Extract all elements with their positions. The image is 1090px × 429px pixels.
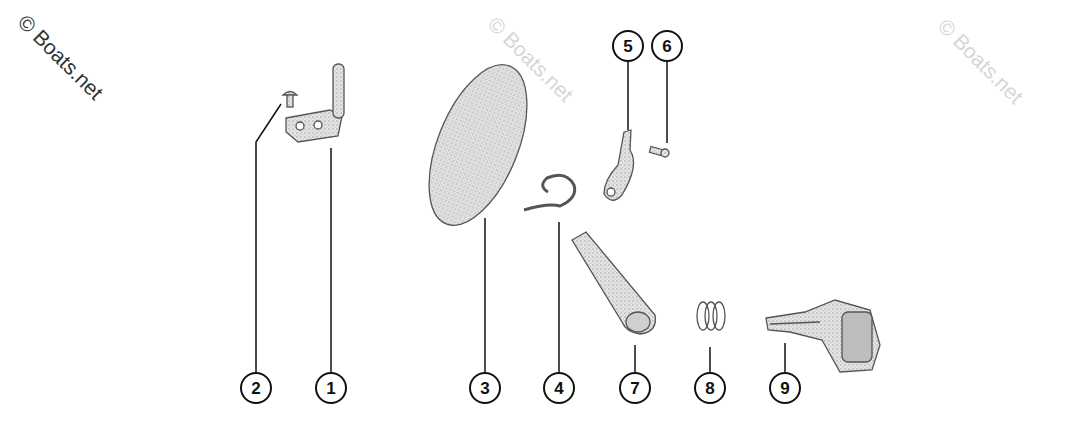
callout-number: 5 bbox=[623, 38, 632, 55]
watermark: © Boats.net bbox=[933, 14, 1028, 109]
callout-number: 8 bbox=[705, 380, 714, 397]
callout-circle: 5 bbox=[612, 30, 644, 62]
callout-circle: 4 bbox=[543, 372, 575, 404]
callout-circle: 6 bbox=[651, 30, 683, 62]
callout-circle: 2 bbox=[240, 372, 272, 404]
callout-circle: 7 bbox=[619, 372, 651, 404]
callout-number: 9 bbox=[780, 380, 789, 397]
callout-number: 6 bbox=[662, 38, 671, 55]
callout-circle: 9 bbox=[769, 372, 801, 404]
callout-number: 1 bbox=[326, 380, 335, 397]
callout-circle: 1 bbox=[315, 372, 347, 404]
watermark: © Boats.net bbox=[13, 10, 108, 105]
callout-number: 2 bbox=[251, 380, 260, 397]
callout-number: 7 bbox=[630, 380, 639, 397]
callout-circle: 3 bbox=[469, 372, 501, 404]
callout-number: 4 bbox=[554, 380, 563, 397]
callout-circle: 8 bbox=[694, 372, 726, 404]
callout-number: 3 bbox=[480, 380, 489, 397]
